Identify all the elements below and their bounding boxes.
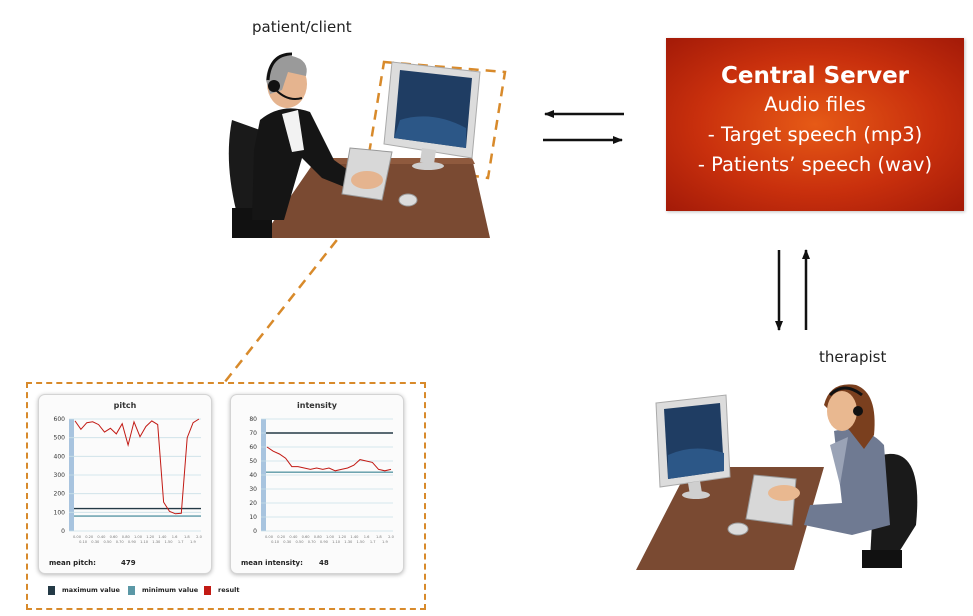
x-tick-label: 0.90	[320, 540, 329, 544]
x-tick-label: 0.20	[277, 535, 286, 539]
y-tick-label: 0	[253, 528, 257, 535]
y-tick-label: 30	[249, 486, 257, 493]
x-tick-label: 0.80	[122, 535, 131, 539]
x-tick-label: 1.30	[152, 540, 161, 544]
x-tick-label: 0.10	[271, 540, 280, 544]
x-tick-label: 0.30	[283, 540, 292, 544]
x-tick-label: 1.8	[184, 535, 190, 539]
y-tick-label: 10	[249, 514, 257, 521]
y-tick-label: 70	[249, 430, 257, 437]
y-tick-label: 400	[54, 453, 66, 460]
pitch-title: pitch	[113, 401, 137, 410]
y-tick-label: 60	[249, 444, 257, 451]
x-tick-label: 0.70	[116, 540, 125, 544]
patient-illustration	[228, 52, 490, 238]
x-tick-label: 0.00	[73, 535, 82, 539]
y-tick-label: 50	[249, 458, 257, 465]
x-tick-label: 1.50	[164, 540, 173, 544]
x-tick-label: 0.80	[314, 535, 323, 539]
y-tick-label: 600	[54, 416, 66, 423]
mean-intensity-label: mean intensity:	[241, 559, 303, 567]
x-tick-label: 2.0	[388, 535, 394, 539]
server-line-patient: - Patients’ speech (wav)	[697, 153, 933, 176]
legend-result-label: result	[218, 586, 240, 594]
server-title: Central Server	[720, 63, 910, 89]
patient-headset-icon	[266, 52, 293, 81]
x-tick-label: 1.7	[178, 540, 184, 544]
x-tick-label: 1.7	[370, 540, 376, 544]
legend-min-swatch	[128, 586, 135, 595]
x-tick-label: 1.40	[350, 535, 359, 539]
x-tick-label: 1.30	[344, 540, 353, 544]
x-tick-label: 0.60	[110, 535, 119, 539]
y-tick-label: 200	[54, 491, 66, 498]
x-tick-label: 1.10	[140, 540, 149, 544]
y-tick-label: 100	[54, 509, 66, 516]
therapist-headset-icon	[828, 386, 863, 397]
legend-result-swatch	[204, 586, 211, 595]
patient-label: patient/client	[252, 18, 352, 36]
server-line-target: - Target speech (mp3)	[707, 123, 923, 146]
x-tick-label: 1.6	[364, 535, 370, 539]
x-tick-label: 0.40	[289, 535, 298, 539]
y-tick-label: 80	[249, 416, 257, 423]
y-tick-label: 20	[249, 500, 257, 507]
series-line-result	[74, 418, 200, 515]
y-tick-label: 500	[54, 435, 66, 442]
therapist-body	[804, 428, 890, 535]
x-tick-label: 0.00	[265, 535, 274, 539]
zoom-connector-line	[223, 159, 401, 384]
patient-body	[252, 108, 362, 220]
x-tick-label: 2.0	[196, 535, 202, 539]
x-tick-label: 0.10	[79, 540, 88, 544]
monitor-highlight-frame	[366, 60, 507, 180]
mean-intensity-value: 48	[319, 559, 329, 567]
x-tick-label: 1.8	[376, 535, 382, 539]
mean-pitch-value: 479	[121, 559, 136, 567]
chart-legend: maximum value minimum value result	[48, 585, 408, 599]
x-tick-label: 0.90	[128, 540, 137, 544]
x-tick-label: 0.50	[103, 540, 112, 544]
legend-max-swatch	[48, 586, 55, 595]
server-line-audio: Audio files	[764, 93, 866, 116]
therapist-mouse	[727, 522, 749, 536]
y-tick-label: 0	[61, 528, 65, 535]
x-tick-label: 1.9	[382, 540, 388, 544]
pitch-chart: 01002003004005006000.000.100.200.300.400…	[54, 416, 203, 544]
x-tick-label: 1.6	[172, 535, 178, 539]
therapist-label: therapist	[819, 348, 887, 366]
x-tick-label: 1.9	[190, 540, 196, 544]
legend-min-label: minimum value	[142, 586, 199, 594]
x-tick-label: 1.00	[134, 535, 143, 539]
series-line-result	[266, 446, 392, 472]
intensity-title: intensity	[297, 401, 337, 410]
x-tick-label: 0.40	[97, 535, 106, 539]
x-tick-label: 1.20	[338, 535, 347, 539]
x-tick-label: 0.30	[91, 540, 100, 544]
intensity-chart: 0 10 20 30 40 50 60 70 80 0.000.100.200.300.400.5…	[249, 416, 394, 544]
patient-mouse	[398, 193, 418, 207]
mean-pitch-label: mean pitch:	[49, 559, 96, 567]
legend-max-label: maximum value	[62, 586, 120, 594]
x-tick-label: 1.40	[158, 535, 167, 539]
x-tick-label: 0.50	[295, 540, 304, 544]
x-tick-label: 0.60	[302, 535, 311, 539]
feedback-charts-frame	[26, 382, 426, 610]
y-tick-label: 40	[249, 472, 257, 479]
therapist-head	[827, 391, 857, 431]
x-tick-label: 0.20	[85, 535, 94, 539]
x-tick-label: 1.20	[146, 535, 155, 539]
y-tick-label: 300	[54, 472, 66, 479]
x-tick-label: 1.00	[326, 535, 335, 539]
therapist-illustration	[636, 384, 918, 570]
x-tick-label: 1.10	[332, 540, 341, 544]
x-tick-label: 1.50	[356, 540, 365, 544]
x-tick-label: 0.70	[308, 540, 317, 544]
central-server-box: Central Server Audio files - Target spee…	[666, 38, 964, 211]
